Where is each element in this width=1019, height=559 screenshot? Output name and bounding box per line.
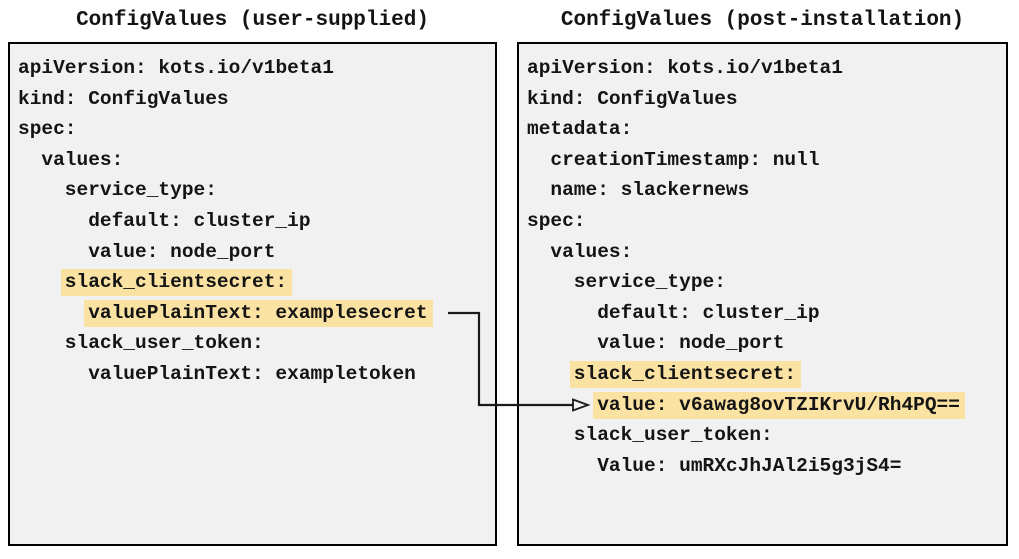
yaml-line: values: — [18, 145, 495, 176]
yaml-line: name: slackernews — [527, 175, 1006, 206]
yaml-line: default: cluster_ip — [18, 206, 495, 237]
yaml-line-text: spec: — [18, 118, 77, 141]
yaml-line: apiVersion: kots.io/v1beta1 — [18, 53, 495, 84]
yaml-line-text: service_type: — [573, 271, 726, 294]
yaml-line: values: — [527, 237, 1006, 268]
yaml-line-text-highlighted: value: v6awag8ovTZIKrvU/Rh4PQ== — [593, 391, 965, 419]
yaml-line-text: spec: — [527, 209, 586, 232]
yaml-line-text: value: node_port — [597, 332, 785, 355]
yaml-line: service_type: — [18, 175, 495, 206]
yaml-line-text-highlighted: slack_clientsecret: — [569, 360, 802, 388]
yaml-line-text: kind: ConfigValues — [18, 87, 229, 110]
yaml-line-text: valuePlainText: exampletoken — [88, 362, 416, 385]
yaml-line: creationTimestamp: null — [527, 145, 1006, 176]
post-installation-panel: apiVersion: kots.io/v1beta1 kind: ConfigV… — [517, 42, 1008, 546]
yaml-line: valuePlainText: exampletoken — [18, 359, 495, 390]
yaml-line-text: value: node_port — [88, 240, 276, 263]
yaml-line-text: values: — [41, 148, 124, 171]
yaml-line-text-highlighted: slack_clientsecret: — [60, 269, 293, 297]
yaml-line: spec: — [527, 206, 1006, 237]
yaml-line: value: node_port — [18, 237, 495, 268]
yaml-line-text: values: — [550, 240, 633, 263]
yaml-line: kind: ConfigValues — [527, 84, 1006, 115]
yaml-line: default: cluster_ip — [527, 298, 1006, 329]
yaml-line-text: default: cluster_ip — [88, 209, 311, 232]
yaml-line: slack_user_token: — [527, 420, 1006, 451]
yaml-line: value: node_port — [527, 328, 1006, 359]
yaml-line-text: creationTimestamp: null — [550, 148, 820, 171]
yaml-line: slack_user_token: — [18, 328, 495, 359]
yaml-line-text: default: cluster_ip — [597, 301, 820, 324]
yaml-line: slack_clientsecret: — [527, 359, 1006, 390]
yaml-line: value: v6awag8ovTZIKrvU/Rh4PQ== — [527, 390, 1006, 421]
yaml-line: valuePlainText: examplesecret — [18, 298, 495, 329]
yaml-line: metadata: — [527, 114, 1006, 145]
yaml-line-text: slack_user_token: — [64, 332, 264, 355]
user-supplied-panel-title: ConfigValues (user-supplied) — [76, 9, 429, 32]
yaml-line-text: Value: umRXcJhJAl2i5g3jS4= — [597, 454, 902, 477]
yaml-line-text: kind: ConfigValues — [527, 87, 738, 110]
post-installation-panel-title: ConfigValues (post-installation) — [560, 9, 965, 32]
yaml-line: spec: — [18, 114, 495, 145]
yaml-line-text-highlighted: valuePlainText: examplesecret — [84, 299, 433, 327]
yaml-line: kind: ConfigValues — [18, 84, 495, 115]
yaml-line-text: service_type: — [64, 179, 217, 202]
yaml-line: Value: umRXcJhJAl2i5g3jS4= — [527, 451, 1006, 482]
yaml-line: apiVersion: kots.io/v1beta1 — [527, 53, 1006, 84]
yaml-line-text: slack_user_token: — [573, 424, 773, 447]
user-supplied-panel: apiVersion: kots.io/v1beta1 kind: ConfigV… — [8, 42, 497, 546]
yaml-line-text: metadata: — [527, 118, 633, 141]
yaml-line-text: name: slackernews — [550, 179, 750, 202]
yaml-line-text: apiVersion: kots.io/v1beta1 — [527, 57, 843, 79]
yaml-line: service_type: — [527, 267, 1006, 298]
yaml-line-text: apiVersion: kots.io/v1beta1 — [18, 57, 334, 79]
yaml-line: slack_clientsecret: — [18, 267, 495, 298]
